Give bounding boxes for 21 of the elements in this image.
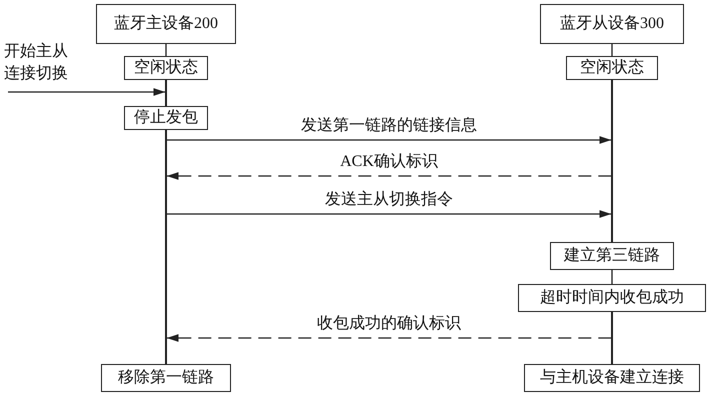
message-arrow: [166, 210, 612, 218]
process-box: 与主机设备建立连接: [524, 364, 700, 392]
participant-box: 蓝牙从设备300: [540, 4, 684, 44]
process-box: 建立第三链路: [550, 242, 674, 270]
message-arrow: [166, 334, 612, 342]
lifeline: [165, 130, 167, 364]
process-box: 超时时间内收包成功: [518, 284, 706, 312]
process-box: 移除第一链路: [101, 364, 231, 392]
lifeline: [165, 44, 167, 56]
lifeline: [611, 270, 613, 284]
lifeline: [611, 80, 613, 242]
message-arrow: [166, 136, 612, 144]
lifeline: [165, 80, 167, 106]
state-box: 空闲状态: [566, 56, 658, 80]
lifeline: [611, 44, 613, 56]
state-box: 空闲状态: [124, 56, 208, 80]
participant-box: 蓝牙主设备200: [96, 4, 236, 44]
message-arrow: [166, 172, 612, 180]
lifeline: [611, 312, 613, 364]
process-box: 停止发包: [124, 106, 208, 130]
trigger-arrow: [8, 88, 166, 96]
